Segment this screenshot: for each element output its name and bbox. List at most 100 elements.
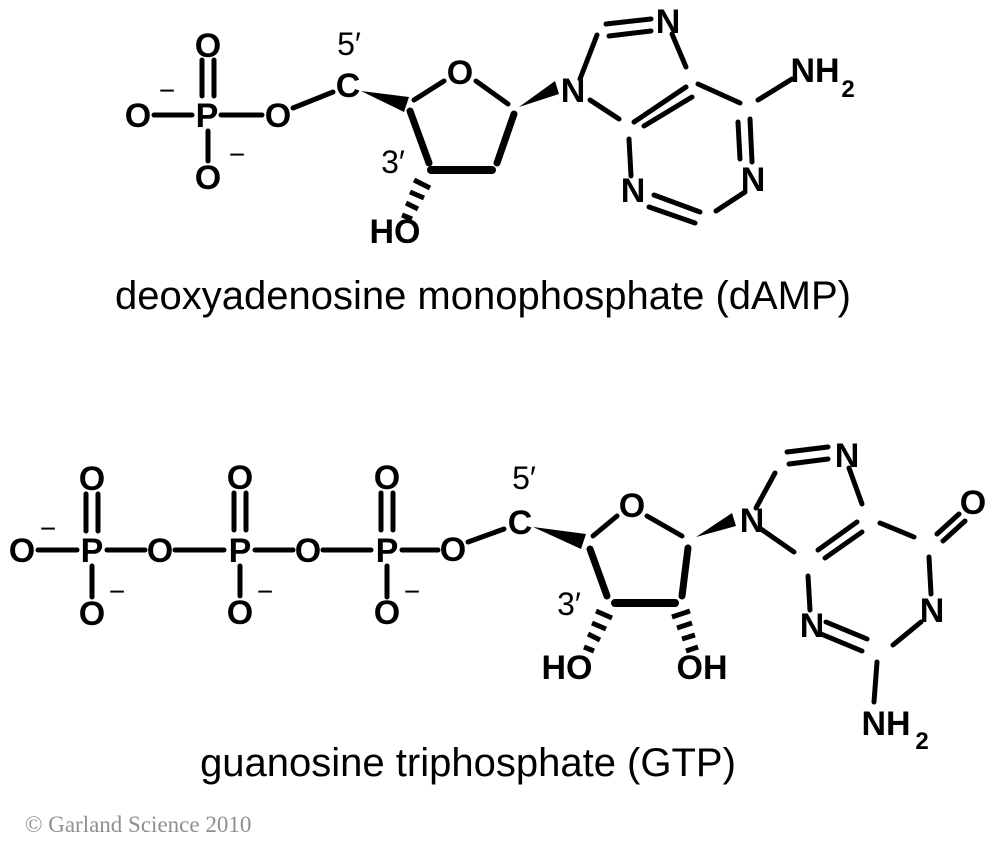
atom-phosphorus-beta: P — [229, 532, 252, 570]
bond — [493, 110, 518, 167]
charge-minus: − — [229, 139, 245, 170]
atom-carbon-5prime: C — [508, 504, 533, 542]
atom-oxygen-bottom: O — [227, 594, 253, 632]
hash-bond-dash — [409, 189, 425, 201]
bond — [577, 32, 600, 82]
label-amino-nh: NH — [861, 705, 910, 743]
charge-minus: − — [109, 576, 125, 607]
hash-bond-dash — [685, 644, 699, 654]
atom-oxygen-top: O — [79, 460, 105, 498]
charge-minus: − — [257, 576, 273, 607]
gtp-guanine-bonds — [753, 444, 968, 705]
copyright-notice: © Garland Science 2010 — [25, 812, 251, 837]
label-subscript-2: 2 — [841, 76, 854, 103]
hash-bond-dash — [671, 608, 691, 620]
wedge-bond — [519, 81, 559, 107]
bond-double — [606, 28, 654, 39]
label-3-prime: 3′ — [557, 586, 581, 622]
hash-bond-dash — [681, 632, 696, 642]
bond-double — [646, 204, 698, 226]
hash-bond-dash — [404, 200, 420, 212]
wedge-bond — [361, 91, 409, 112]
wedge-bond — [696, 513, 736, 537]
bond — [587, 97, 622, 122]
label-3-prime: 3′ — [381, 144, 405, 180]
atom-oxygen-keto: O — [960, 484, 986, 522]
atom-nitrogen-n3: N — [800, 607, 825, 645]
atom-oxygen-bottom: O — [195, 159, 221, 197]
gtp-structure: O − P O O − O P O O − O P O O − O C 5′ O… — [9, 437, 986, 785]
label-amino-nh: NH — [790, 52, 839, 90]
hash-bond-dash — [583, 644, 595, 654]
bond-double — [784, 444, 831, 455]
bond — [805, 573, 813, 613]
bond-double — [822, 529, 865, 561]
gtp-sugar-bonds — [533, 513, 736, 654]
bond-double — [786, 456, 831, 467]
gtp-caption: guanosine triphosphate (GTP) — [200, 741, 736, 785]
atom-phosphorus: P — [196, 97, 219, 135]
bond — [755, 76, 795, 103]
bond-double — [641, 94, 695, 129]
hash-bond-dash — [401, 212, 413, 222]
atom-oxygen-ring: O — [447, 54, 473, 92]
bond-double — [735, 119, 743, 162]
bond-double — [603, 16, 654, 27]
atom-nitrogen-n7: N — [835, 437, 860, 475]
atom-oxygen-top: O — [195, 27, 221, 65]
bond — [871, 659, 880, 705]
bond — [758, 526, 797, 555]
charge-minus: − — [40, 513, 56, 544]
atom-carbon-5prime: C — [336, 67, 361, 105]
wedge-bond — [533, 527, 586, 549]
bond — [678, 544, 692, 600]
bond — [695, 81, 743, 106]
bond-double — [934, 511, 962, 537]
hash-bond-dash — [586, 631, 602, 643]
hash-bond-dash — [676, 620, 693, 631]
bond-double — [651, 192, 703, 215]
bond — [926, 554, 934, 597]
bond-double — [940, 518, 968, 544]
gtp-atom-labels: O − P O O − O P O O − O P O O − O C 5′ O… — [9, 437, 986, 755]
atom-oxygen-ring: O — [619, 487, 645, 525]
bond — [586, 545, 611, 600]
label-hydroxyl-ho: HO — [370, 213, 421, 251]
label-hydroxyl-ho: HO — [542, 649, 593, 687]
hash-bond-dash — [591, 620, 607, 632]
hash-bond-dash — [594, 608, 614, 621]
atom-oxygen-ester: O — [265, 97, 291, 135]
bond-double — [823, 619, 870, 642]
bond — [846, 465, 865, 507]
atom-oxygen-terminal: O — [9, 532, 35, 570]
bond — [473, 78, 511, 107]
charge-minus: − — [159, 75, 175, 106]
hash-bond-dash — [412, 177, 432, 191]
damp-adenine-bonds — [577, 16, 795, 226]
label-5-prime: 5′ — [512, 460, 536, 496]
atom-phosphorus-alpha: P — [376, 532, 399, 570]
damp-caption: deoxyadenosine monophosphate (dAMP) — [115, 274, 851, 318]
atom-nitrogen-n3: N — [621, 172, 646, 210]
damp-phosphate-bonds — [151, 57, 336, 164]
damp-sugar-bonds — [361, 78, 559, 222]
atom-oxygen-ester: O — [440, 531, 466, 569]
atom-oxygen-bridge: O — [295, 532, 321, 570]
damp-structure: O O − P O − O C 5′ O 3′ HO N N N N NH 2 … — [115, 3, 855, 318]
bond-double — [747, 116, 755, 165]
bond — [290, 89, 336, 111]
atom-nitrogen-n9: N — [561, 72, 586, 110]
damp-atom-labels: O O − P O − O C 5′ O 3′ HO N N N N NH 2 — [125, 3, 855, 251]
label-hydroxyl-oh: OH — [677, 649, 728, 687]
label-subscript-2: 2 — [915, 728, 928, 755]
atom-oxygen-bridge: O — [147, 532, 173, 570]
atom-oxygen-top: O — [374, 459, 400, 497]
bond — [713, 189, 748, 214]
charge-minus: − — [404, 576, 420, 607]
bond — [877, 520, 917, 540]
bond — [626, 136, 634, 179]
atom-oxygen-bottom: O — [374, 594, 400, 632]
bond — [411, 78, 447, 103]
atom-phosphorus-gamma: P — [81, 532, 104, 570]
